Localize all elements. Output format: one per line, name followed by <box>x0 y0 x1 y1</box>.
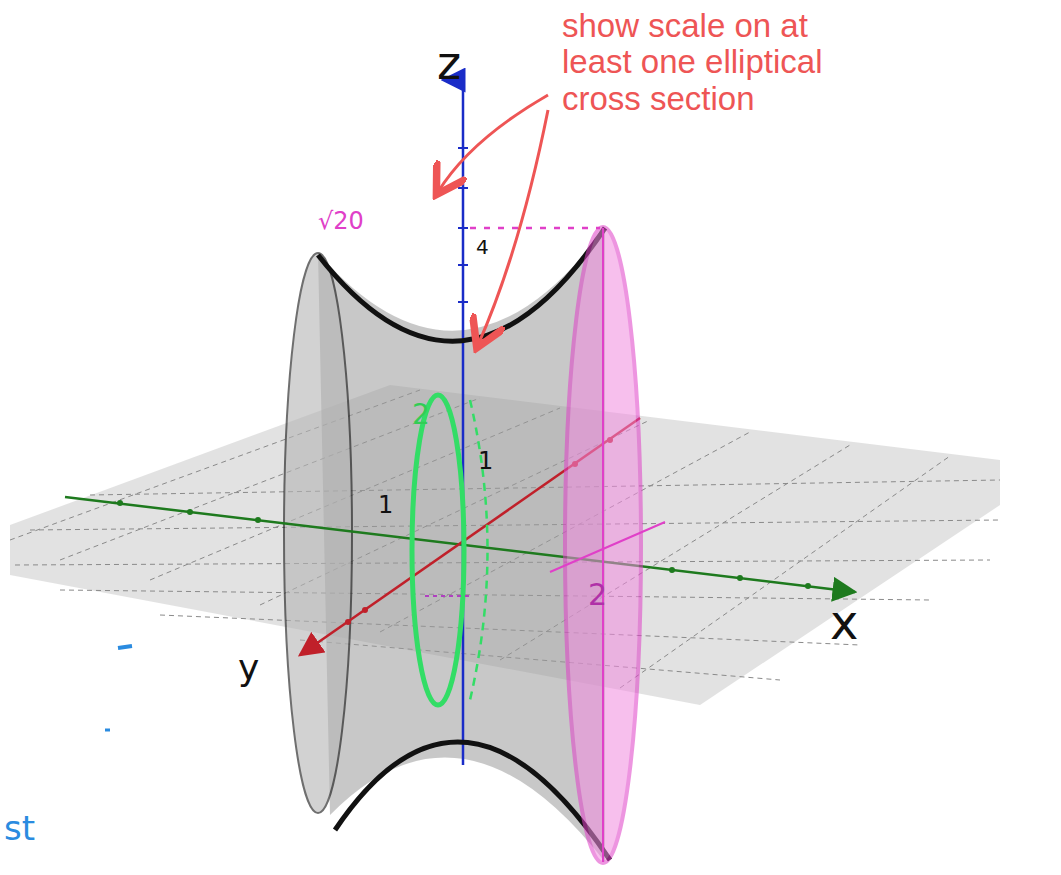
tick-label: 1 <box>378 492 393 518</box>
dimension-label: √20 <box>318 208 364 234</box>
axis-label: x <box>830 596 858 649</box>
tick-label: 4 <box>476 236 489 258</box>
partial-note: st <box>4 810 35 847</box>
dimension-label: 2 <box>588 578 607 611</box>
dimension-label: 2 <box>412 400 430 431</box>
axis-label: z <box>437 38 461 89</box>
tick-label: 1 <box>478 448 493 474</box>
axis-label: y <box>238 648 259 688</box>
annotation-note: show scale on at least one elliptical cr… <box>562 8 862 117</box>
